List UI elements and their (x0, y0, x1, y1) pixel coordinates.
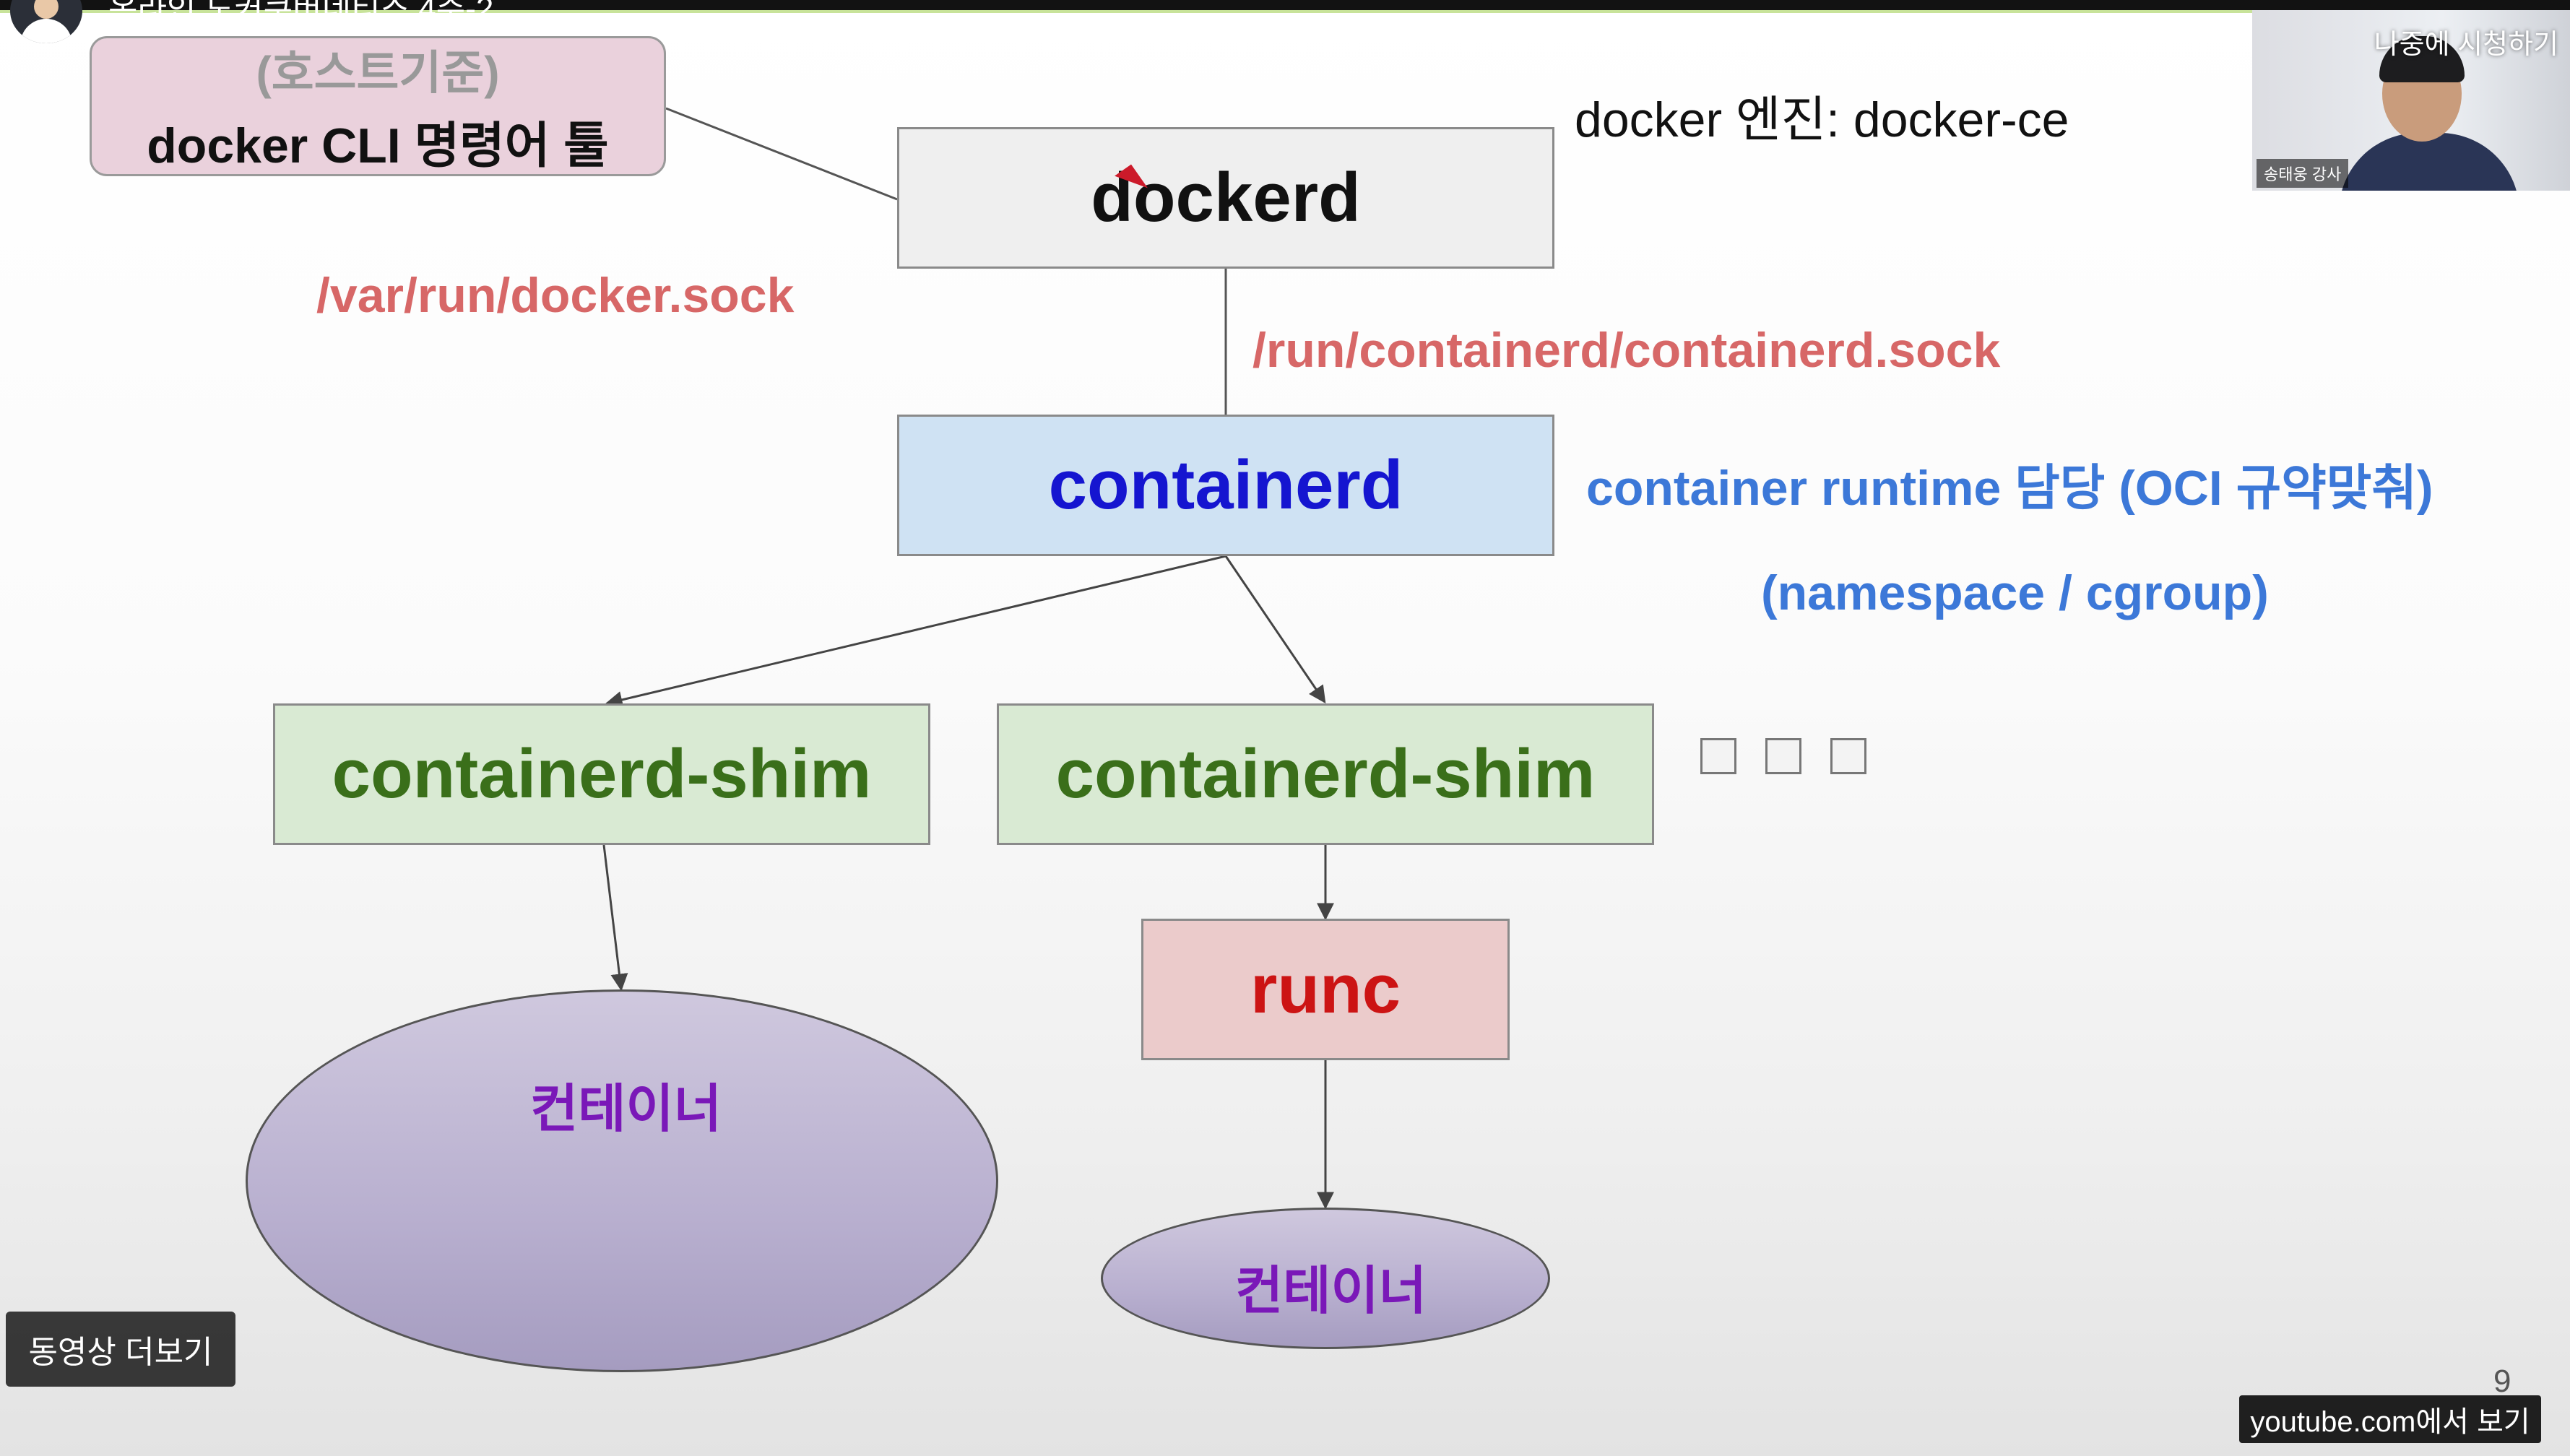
shim-left-to-container-arrow (602, 844, 628, 992)
containerd-shim-left-box: containerd-shim (273, 703, 930, 845)
host-docker-cli-box: (호스트기준) docker CLI 명령어 툴 (90, 36, 666, 176)
channel-avatar[interactable] (10, 0, 82, 43)
dockerd-box: dockerd (897, 127, 1554, 269)
containerd-box: containerd (897, 415, 1554, 556)
container-ellipse-right (1101, 1208, 1550, 1349)
video-title[interactable]: 온라인 도커쿠버네티스 4주-2 (108, 0, 494, 27)
docker-sock-path: /var/run/docker.sock (316, 268, 795, 323)
container-label-right: 컨테이너 (1235, 1262, 1427, 1320)
more-shim-square-2 (1765, 738, 1801, 774)
host-box-title: docker CLI 명령어 툴 (147, 118, 609, 173)
containerd-shim-right-box: containerd-shim (997, 703, 1654, 845)
host-box-subtitle: (호스트기준) (256, 46, 500, 99)
more-shim-square-1 (1700, 738, 1736, 774)
containerd-to-shim-right-arrow (1224, 555, 1326, 703)
more-videos-button[interactable]: 동영상 더보기 (6, 1312, 235, 1387)
docker-engine-label: docker 엔진: docker-ce (1575, 92, 2069, 147)
host-to-dockerd-line (665, 107, 898, 201)
containerd-sock-path: /run/containerd/containerd.sock (1252, 323, 2001, 378)
presenter-name-tag: 송태웅 강사 (2257, 159, 2349, 188)
containerd-to-shim-left-arrow (605, 555, 1226, 708)
runtime-description: container runtime 담당 (OCI 규약맞춰) (1586, 461, 2433, 516)
watch-on-youtube-button[interactable]: youtube.com에서 보기 (2239, 1395, 2541, 1443)
container-ellipse-left (246, 989, 998, 1372)
video-top-bar (0, 0, 2570, 10)
presenter-webcam: 나중에 시청하기 송태웅 강사 (2252, 10, 2570, 191)
runc-box: runc (1141, 919, 1510, 1060)
watch-later-button[interactable]: 나중에 시청하기 (2374, 30, 2558, 60)
more-shim-square-3 (1830, 738, 1866, 774)
slide-page-number: 9 (2493, 1364, 2511, 1399)
progress-line (0, 10, 2570, 13)
namespace-cgroup-description: (namespace / cgroup) (1761, 566, 2269, 620)
container-label-left: 컨테이너 (530, 1080, 722, 1138)
